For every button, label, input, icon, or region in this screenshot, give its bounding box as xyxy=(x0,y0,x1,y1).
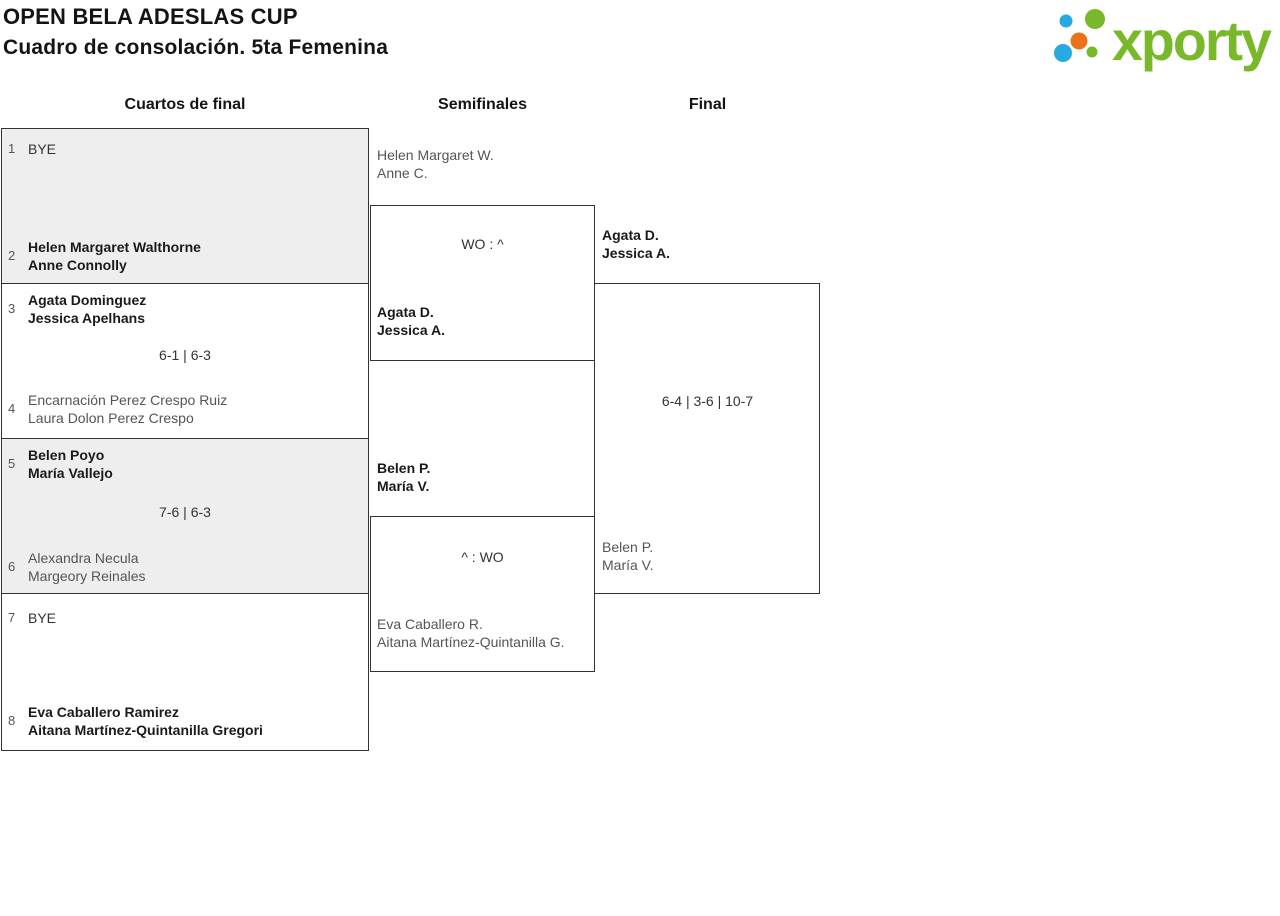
player-name: Agata Dominguez xyxy=(28,292,147,308)
qf2-score: 6-1 | 6-3 xyxy=(159,347,211,363)
player-name: María V. xyxy=(602,557,654,573)
player-name: Jessica A. xyxy=(377,322,445,338)
player-name: Helen Margaret W. xyxy=(377,147,494,163)
player-name: Helen Margaret Walthorne xyxy=(28,239,201,255)
tournament-title: OPEN BELA ADESLAS CUP xyxy=(3,4,298,29)
player-name: Anne C. xyxy=(377,165,428,181)
seed-number: 4 xyxy=(8,401,16,416)
qf2-team-bottom: 4 Encarnación Perez Crespo Ruiz Laura Do… xyxy=(8,391,360,427)
player-name: Belen P. xyxy=(377,460,431,476)
qf-match-1-box xyxy=(1,128,369,284)
player-name: Jessica Apelhans xyxy=(28,310,145,326)
seed-number: 5 xyxy=(8,456,16,471)
qf3-team-bottom: 6 Alexandra Necula Margeory Reinales xyxy=(8,549,360,585)
logo-dot-big-green xyxy=(1085,9,1105,29)
qf3-team-top: 5 Belen Poyo María Vallejo xyxy=(8,446,360,482)
player-name: Jessica A. xyxy=(602,245,670,261)
player-name: Alexandra Necula xyxy=(28,550,139,566)
qf1-team-top: 1 BYE xyxy=(8,140,360,158)
sf-match-2-box xyxy=(370,516,595,672)
player-name: Aitana Martínez-Quintanilla G. xyxy=(377,634,565,650)
qf-match-3-box xyxy=(1,438,369,594)
logo-wordmark: xporty xyxy=(1112,9,1272,72)
player-name: Agata D. xyxy=(377,304,434,320)
logo-dot-orange xyxy=(1070,32,1088,50)
player-name: Anne Connolly xyxy=(28,257,127,273)
player-name: Laura Dolon Perez Crespo xyxy=(28,410,194,426)
seed-number: 2 xyxy=(8,248,16,263)
seed-number: 3 xyxy=(8,301,16,316)
player-name: BYE xyxy=(28,610,57,626)
qf4-team-bottom: 8 Eva Caballero Ramirez Aitana Martínez-… xyxy=(8,703,360,739)
qf1-team-bottom: 2 Helen Margaret Walthorne Anne Connolly xyxy=(8,238,360,274)
seed-number: 8 xyxy=(8,713,16,728)
player-name: Eva Caballero R. xyxy=(377,616,483,632)
sf1-score: WO : ^ xyxy=(461,236,504,252)
player-name: Belen P. xyxy=(602,539,654,555)
round-header-quarterfinals: Cuartos de final xyxy=(124,96,246,113)
final-team-top: Agata D. Jessica A. xyxy=(602,226,670,262)
logo-dot-small-blue xyxy=(1059,14,1073,28)
logo-dot-small-green xyxy=(1086,46,1098,58)
player-name: BYE xyxy=(28,141,57,157)
qf-match-4-box xyxy=(1,593,369,751)
seed-number: 7 xyxy=(8,610,16,625)
qf2-team-top: 3 Agata Dominguez Jessica Apelhans xyxy=(8,291,360,327)
final-match-box xyxy=(594,283,820,594)
player-name: Aitana Martínez-Quintanilla Gregori xyxy=(28,722,263,738)
bracket-subtitle: Cuadro de consolación. 5ta Femenina xyxy=(3,36,389,59)
logo-dot-big-blue xyxy=(1054,44,1072,62)
player-name: Margeory Reinales xyxy=(28,568,146,584)
player-name: Encarnación Perez Crespo Ruiz xyxy=(28,392,228,408)
round-header-semifinals: Semifinales xyxy=(438,96,527,113)
sf1-team-top: Helen Margaret W. Anne C. xyxy=(377,146,494,182)
round-header-final: Final xyxy=(688,96,727,113)
player-name: Belen Poyo xyxy=(28,447,105,463)
sf2-team-top: Belen P. María V. xyxy=(377,459,430,495)
sf2-team-bottom: Eva Caballero R. Aitana Martínez-Quintan… xyxy=(377,615,565,651)
seed-number: 1 xyxy=(8,141,16,156)
player-name: María Vallejo xyxy=(28,465,113,481)
sf2-score: ^ : WO xyxy=(461,549,504,565)
player-name: Agata D. xyxy=(602,227,659,243)
seed-number: 6 xyxy=(8,559,16,574)
final-team-bottom: Belen P. María V. xyxy=(602,538,654,574)
player-name: Eva Caballero Ramirez xyxy=(28,704,179,720)
sf1-team-bottom: Agata D. Jessica A. xyxy=(377,303,445,339)
final-score: 6-4 | 3-6 | 10-7 xyxy=(661,393,754,409)
xporty-logo[interactable]: xporty xyxy=(1040,6,1276,78)
qf3-score: 7-6 | 6-3 xyxy=(159,504,211,520)
qf4-team-top: 7 BYE xyxy=(8,609,360,627)
player-name: María V. xyxy=(377,478,430,494)
